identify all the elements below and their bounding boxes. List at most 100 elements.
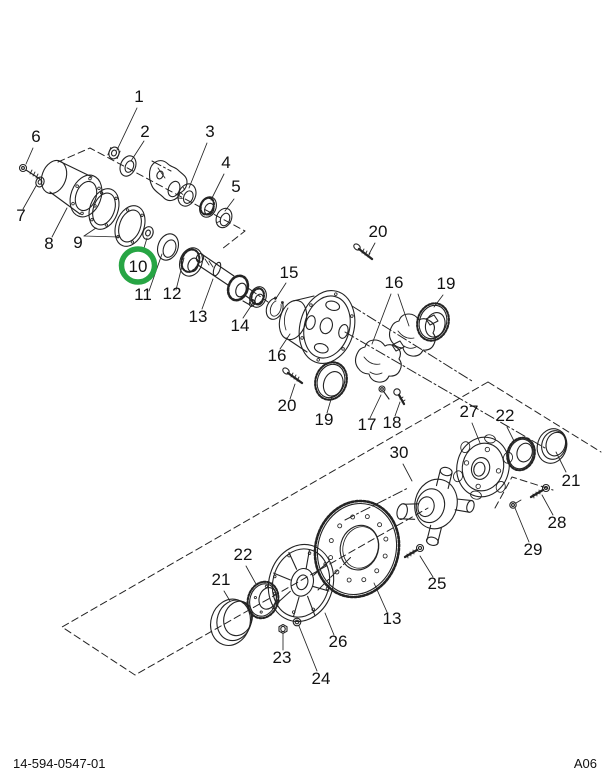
leader-21-right — [555, 451, 567, 473]
part-21-bearing-cup-bottom — [210, 598, 253, 646]
callout-8: 8 — [44, 234, 53, 253]
callout-22-right: 22 — [496, 406, 515, 425]
part-9-gaskets — [88, 188, 146, 247]
leader-28 — [541, 494, 554, 516]
leader-8 — [51, 207, 68, 238]
callout-27: 27 — [460, 402, 479, 421]
callout-2: 2 — [140, 122, 149, 141]
leader-16-right-b — [397, 293, 410, 327]
leader-20-top — [368, 242, 376, 255]
leader-25 — [419, 555, 434, 578]
callout-21-right: 21 — [562, 471, 581, 490]
leader-4 — [210, 173, 225, 201]
callout-6: 6 — [31, 127, 40, 146]
callout-19-bottom: 19 — [315, 410, 334, 429]
phantom-outline-bottom-group — [61, 381, 602, 676]
leader-26 — [324, 612, 335, 636]
part-28-bolt — [529, 483, 551, 499]
highlight-circle-item-10 — [118, 246, 158, 285]
part-11-bearing-cup — [156, 233, 180, 261]
callout-14: 14 — [231, 316, 250, 335]
callout-3: 3 — [205, 122, 214, 141]
leader-lines — [22, 107, 567, 672]
callout-28: 28 — [548, 513, 567, 532]
phantom-outline-bolt-group — [494, 476, 554, 509]
callout-11: 11 — [134, 285, 152, 304]
part-22-bearing-cone-bottom — [246, 580, 280, 620]
part-3-yoke — [148, 160, 197, 207]
callout-25: 25 — [428, 574, 447, 593]
part-21-bearing-cup-right — [536, 428, 568, 464]
page-code: A06 — [574, 756, 597, 771]
part-19-toothed-ring-bottom — [314, 361, 348, 401]
callout-19-right: 19 — [437, 274, 456, 293]
callout-13-bottom: 13 — [383, 609, 402, 628]
leader-15 — [274, 282, 287, 301]
axis-centerlines — [151, 160, 546, 591]
callout-20-middle: 20 — [278, 396, 297, 415]
callout-16-left: 16 — [268, 346, 287, 365]
callout-23: 23 — [273, 648, 292, 667]
phantom-outline-top-group — [57, 147, 246, 250]
part-13-drive-pinion — [195, 253, 256, 307]
part-25-bolt — [403, 543, 425, 559]
leader-12 — [175, 257, 185, 291]
callout-18: 18 — [383, 413, 402, 432]
leader-22-bottom — [245, 565, 257, 585]
callout-4: 4 — [221, 153, 230, 172]
callout-12: 12 — [163, 284, 182, 303]
leader-19-bottom — [326, 395, 333, 414]
part-5-ring — [215, 207, 233, 229]
leader-13-bottom — [373, 582, 388, 613]
leader-18 — [394, 401, 401, 417]
leader-5 — [224, 198, 235, 212]
callout-5: 5 — [231, 177, 240, 196]
leader-9a — [83, 227, 97, 237]
callout-29: 29 — [524, 540, 543, 559]
part-18-bolt — [393, 388, 406, 406]
part-23-nut — [278, 623, 288, 634]
leader-10 — [143, 237, 148, 249]
part-1-nut — [107, 146, 121, 160]
leader-27 — [471, 422, 481, 444]
part-19-toothed-ring-right — [416, 302, 450, 342]
callout-7: 7 — [16, 206, 25, 225]
leader-16-right-a — [371, 293, 392, 345]
leader-16-left — [279, 333, 291, 350]
part-29-washer-stud — [509, 499, 522, 509]
part-20-screw-middle — [282, 367, 304, 385]
callout-17: 17 — [358, 415, 377, 434]
leader-9b — [83, 235, 120, 238]
part-30-spider-case — [396, 466, 475, 546]
callout-15: 15 — [280, 263, 299, 282]
callout-labels: 1 2 3 4 5 6 7 8 9 10 11 12 13 14 15 16 1… — [16, 87, 580, 688]
leader-20-middle — [289, 383, 296, 400]
callout-16-right: 16 — [385, 273, 404, 292]
callout-22-bottom: 22 — [234, 545, 253, 564]
leader-19-right — [433, 294, 444, 308]
part-27-case-half — [453, 434, 513, 500]
callout-9: 9 — [73, 233, 82, 252]
part-12-bearing-cone — [178, 247, 204, 277]
leader-21-bottom — [223, 590, 231, 602]
part-26-case-half-flanged — [267, 543, 335, 623]
leader-6 — [25, 147, 34, 165]
callout-24: 24 — [312, 669, 331, 688]
part-20-screw-top — [353, 243, 374, 261]
part-16-case-half-right — [388, 313, 439, 357]
part-6-bolt — [18, 163, 41, 180]
callout-21-bottom: 21 — [212, 570, 231, 589]
part-2-washer — [119, 155, 137, 177]
leader-13-top — [201, 278, 214, 310]
drawing-number: 14-594-0547-01 — [13, 756, 106, 771]
part-14-bearing — [249, 286, 267, 308]
leader-14 — [242, 302, 254, 319]
leader-2 — [130, 140, 145, 162]
leader-24 — [298, 625, 318, 672]
callout-30: 30 — [390, 443, 409, 462]
callout-26: 26 — [329, 632, 348, 651]
part-16-carrier — [278, 290, 356, 364]
leader-17 — [369, 394, 382, 419]
